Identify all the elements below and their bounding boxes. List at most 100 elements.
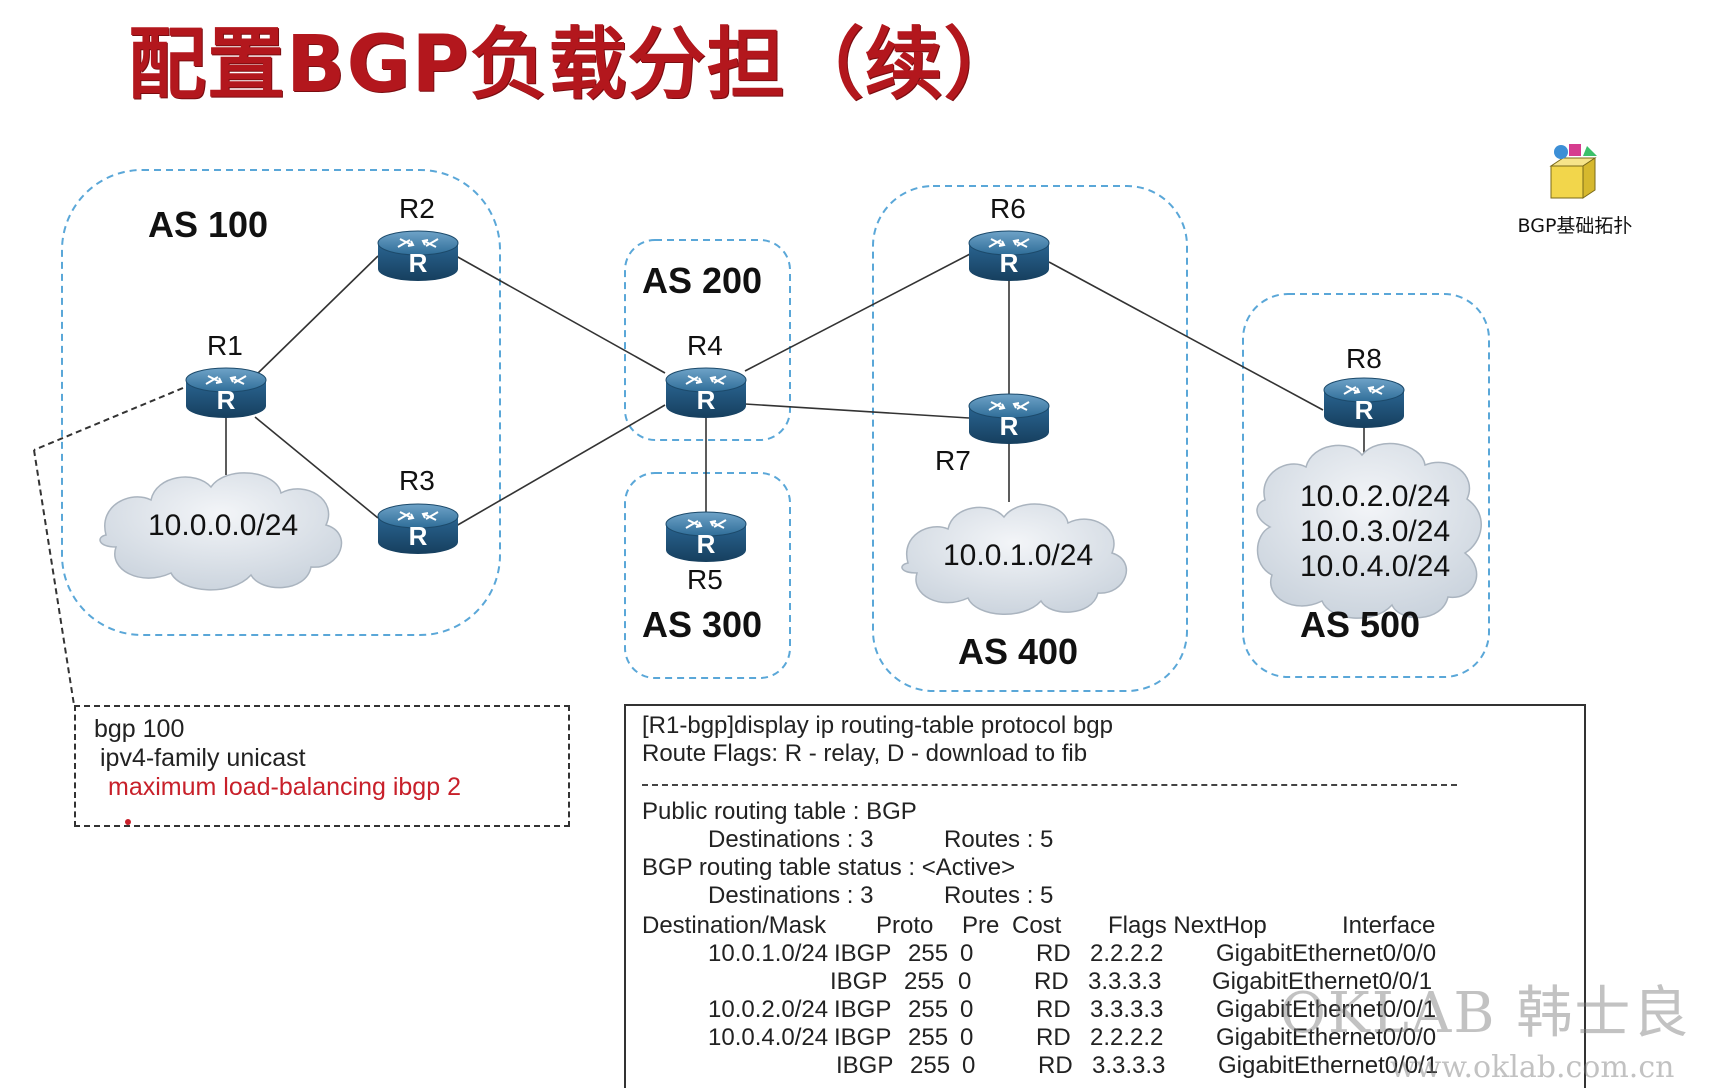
router-label-r4: R4 [687, 330, 723, 361]
row-interface: GigabitEthernet0/0/1 [1216, 996, 1437, 1023]
cli-command: [R1-bgp]display ip routing-table protoco… [642, 712, 1113, 739]
as300-region [624, 472, 791, 679]
callout-line [33, 387, 184, 451]
as200-label: AS 200 [642, 260, 762, 301]
svg-text:R: R [697, 529, 716, 559]
network-label: 10.0.0.0/24 [148, 509, 298, 542]
row-cost: 0 [960, 996, 974, 1023]
row-pre: 255 [908, 940, 949, 967]
callout-line [33, 449, 75, 706]
router-icon-r8: R [1323, 377, 1405, 428]
link-r6-r8 [1048, 261, 1324, 411]
router-label-r7: R7 [935, 445, 971, 476]
col-header-cost: Cost [1012, 912, 1062, 939]
row-proto: IBGP [834, 996, 892, 1023]
svg-text:R: R [1000, 248, 1019, 278]
row-cost: 0 [960, 940, 974, 967]
watermark: OKLAB 韩士良 [1280, 981, 1691, 1046]
network-label: 10.0.3.0/24 [1300, 515, 1450, 548]
network-label: 10.0.1.0/24 [943, 539, 1093, 572]
cli-destinations: Destinations : 3 [708, 826, 874, 853]
as400-region [872, 185, 1188, 692]
config-line: ipv4-family unicast [100, 744, 306, 772]
router-icon-r2: R [377, 230, 459, 281]
cli-status: BGP routing table status : <Active> [642, 854, 1016, 881]
link-r4-r7 [744, 403, 970, 419]
config-line-highlight: maximum load-balancing ibgp 2 [108, 773, 461, 801]
row-cost: 0 [960, 1024, 974, 1051]
cli-destinations: Destinations : 3 [708, 882, 874, 909]
router-icon-r7: R [968, 393, 1050, 444]
row-destination: 10.0.4.0/24 [708, 1024, 829, 1051]
cli-separator [642, 784, 1457, 786]
row-proto: IBGP [834, 940, 892, 967]
row-pre: 255 [908, 996, 949, 1023]
row-destination: 10.0.1.0/24 [708, 940, 829, 967]
row-pre: 255 [904, 968, 945, 995]
router-icon-r6: R [968, 230, 1050, 281]
row-cost: 0 [962, 1052, 976, 1079]
col-header-flags-nexthop: Flags NextHop [1108, 912, 1267, 939]
row-proto: IBGP [830, 968, 888, 995]
row-interface: GigabitEthernet0/0/1 [1218, 1052, 1439, 1079]
topology-badge[interactable]: BGP基础拓扑 [1510, 142, 1640, 238]
row-nexthop: 3.3.3.3 [1092, 1052, 1166, 1079]
network-label: 10.0.4.0/24 [1300, 550, 1450, 583]
row-interface: GigabitEthernet0/0/0 [1216, 940, 1437, 967]
as300-label: AS 300 [642, 604, 762, 645]
router-label-r6: R6 [990, 193, 1026, 224]
slide-title: 配置BGP负载分担（续） [128, 20, 1023, 110]
svg-text:R: R [409, 521, 428, 551]
row-flags: RD [1034, 968, 1069, 995]
svg-text:R: R [1355, 395, 1374, 425]
cloud-as400 [901, 503, 1128, 615]
bullet-dot [125, 819, 131, 825]
as400-label: AS 400 [958, 631, 1078, 672]
config-line: bgp 100 [94, 715, 185, 743]
cli-output: [R1-bgp]display ip routing-table protoco… [624, 704, 1586, 1088]
config-callout: bgp 100 ipv4-family unicast maximum load… [74, 705, 570, 827]
link-r3-r4 [455, 404, 666, 527]
cli-route-flags: Route Flags: R - relay, D - download to … [642, 740, 1088, 767]
row-flags: RD [1036, 1024, 1071, 1051]
as200-region [624, 239, 791, 441]
row-nexthop: 2.2.2.2 [1090, 940, 1164, 967]
router-icon-r4: R [665, 367, 747, 418]
cloud-as100 [99, 472, 343, 591]
col-header-pre: Pre [962, 912, 1000, 939]
cli-routes: Routes : 5 [944, 826, 1054, 853]
svg-text:R: R [1000, 411, 1019, 441]
col-header-proto: Proto [876, 912, 934, 939]
row-pre: 255 [908, 1024, 949, 1051]
as500-label: AS 500 [1300, 604, 1420, 645]
row-flags: RD [1036, 996, 1071, 1023]
cli-public-table: Public routing table : BGP [642, 798, 917, 825]
row-nexthop: 3.3.3.3 [1088, 968, 1162, 995]
row-interface: GigabitEthernet0/0/0 [1216, 1024, 1437, 1051]
row-nexthop: 2.2.2.2 [1090, 1024, 1164, 1051]
router-icon-r1: R [185, 367, 267, 418]
svg-text:R: R [217, 385, 236, 415]
row-destination: 10.0.2.0/24 [708, 996, 829, 1023]
router-label-r1: R1 [207, 330, 243, 361]
router-icon-r5: R [665, 511, 747, 562]
row-flags: RD [1038, 1052, 1073, 1079]
cli-routes: Routes : 5 [944, 882, 1054, 909]
package-box-icon [1549, 144, 1597, 199]
svg-text:R: R [409, 248, 428, 278]
link-r1-r2 [254, 255, 379, 377]
router-label-r3: R3 [399, 465, 435, 496]
router-label-r8: R8 [1346, 343, 1382, 374]
row-proto: IBGP [834, 1024, 892, 1051]
row-nexthop: 3.3.3.3 [1090, 996, 1164, 1023]
link-r1-r3 [254, 416, 379, 519]
cloud-as500 [1256, 442, 1482, 619]
watermark-url: www.oklab.com.cn [1390, 1050, 1675, 1085]
link-r4-r6 [744, 253, 971, 372]
network-label: 10.0.2.0/24 [1300, 480, 1450, 513]
as500-region [1242, 293, 1490, 678]
as100-label: AS 100 [148, 204, 268, 245]
router-label-r2: R2 [399, 193, 435, 224]
